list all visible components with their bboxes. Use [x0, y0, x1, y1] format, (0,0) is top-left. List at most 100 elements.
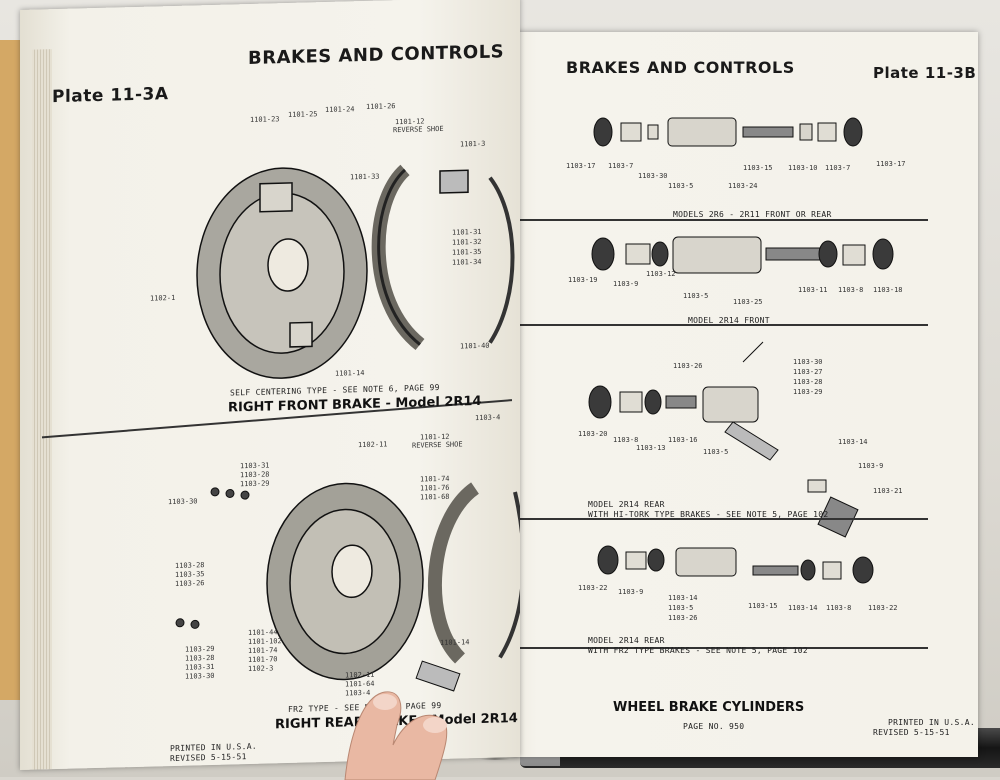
- label-1103-10: 1103-10: [788, 164, 818, 172]
- label-1103-30: 1103-30: [638, 172, 668, 180]
- right-page-illustrations: [518, 117, 928, 649]
- backing-plate-rear: [266, 482, 424, 681]
- label-1101-3: 1101-3: [460, 139, 486, 149]
- label-1101-35: 1101-35: [452, 247, 482, 257]
- left-page: Plate 11-3A BRAKES AND CONTROLS: [20, 0, 520, 770]
- label-1101-74b: 1101-74: [248, 646, 278, 656]
- label-1103-15: 1103-15: [743, 164, 773, 172]
- backing-plate-front: [196, 167, 368, 379]
- left-page-illustrations: [41, 164, 520, 692]
- label-1103-8: 1103-8: [838, 286, 864, 294]
- label-1103-16: 1103-16: [668, 436, 698, 444]
- label-1103-28c: 1103-28: [185, 653, 215, 663]
- label-1101-33: 1101-33: [350, 172, 380, 182]
- label-1103-5: 1103-5: [668, 182, 694, 190]
- label-1103-28: 1103-28: [240, 470, 270, 480]
- label-1101-32: 1101-32: [452, 237, 482, 247]
- small-parts: [175, 487, 461, 692]
- brake-shoe-rear: [428, 482, 520, 664]
- label-1103-24: 1103-24: [728, 182, 758, 190]
- label-1101-44: 1101-44: [248, 628, 278, 638]
- right-printed: PRINTED IN U.S.A.: [888, 718, 975, 727]
- label-1103-15b: 1103-15: [748, 602, 778, 610]
- label-1101-70: 1101-70: [248, 655, 278, 665]
- label-1101-23: 1101-23: [250, 115, 280, 124]
- cylinder-row-1: [593, 117, 863, 147]
- reverse-shoe-2: REVERSE SHOE: [412, 440, 463, 450]
- label-1101-102: 1101-102: [248, 637, 282, 647]
- label-1103-14: 1103-14: [838, 438, 868, 446]
- right-revised: REVISED 5-15-51: [873, 728, 950, 737]
- label-1103-25: 1103-25: [733, 298, 763, 306]
- label-1103-28: 1103-28: [793, 378, 823, 386]
- cylinder-row-4: [597, 545, 874, 584]
- label-1103-5d: 1103-5: [668, 604, 694, 612]
- label-1101-34: 1101-34: [452, 257, 482, 267]
- brake-shoe-front: [371, 164, 515, 351]
- label-1103-27: 1103-27: [793, 368, 823, 376]
- label-1103-12: 1103-12: [646, 270, 676, 278]
- label-1103-4: 1103-4: [475, 413, 501, 423]
- label-1103-5b: 1103-5: [683, 292, 709, 300]
- wheel-brake-cylinders-title: WHEEL BRAKE CYLINDERS: [613, 700, 805, 715]
- label-1103-13: 1103-13: [636, 444, 666, 452]
- label-1101-40: 1101-40: [460, 341, 490, 351]
- label-1103-9: 1103-9: [613, 280, 639, 288]
- label-1103-8b: 1103-8: [613, 436, 639, 444]
- label-1103-21: 1103-21: [873, 487, 903, 495]
- label-1103-17: 1103-17: [566, 162, 596, 170]
- label-1103-35: 1103-35: [175, 570, 205, 579]
- label-1103-28b: 1103-28: [175, 561, 205, 570]
- label-1103-31: 1103-31: [240, 461, 270, 471]
- label-1101-31: 1101-31: [452, 227, 482, 237]
- label-1103-31b: 1103-31: [185, 662, 215, 672]
- label-1103-9c: 1103-9: [618, 588, 644, 596]
- label-1103-7b: 1103-7: [825, 164, 851, 172]
- label-1102-11b: 1102-11: [345, 670, 375, 680]
- label-1101-25: 1101-25: [288, 110, 318, 119]
- label-1103-26b: 1103-26: [668, 614, 698, 622]
- label-1103-14b: 1103-14: [668, 594, 698, 602]
- label-1101-76: 1101-76: [420, 483, 450, 493]
- label-1103-8c: 1103-8: [826, 604, 852, 612]
- section1-caption: MODELS 2R6 - 2R11 FRONT OR REAR: [673, 210, 832, 219]
- label-1103-11: 1103-11: [798, 286, 828, 294]
- label-1103-30b: 1103-30: [793, 358, 823, 366]
- label-1103-19: 1103-19: [568, 276, 598, 284]
- label-1103-22: 1103-22: [578, 584, 608, 592]
- label-1103-29: 1103-29: [240, 479, 270, 489]
- label-1101-24: 1101-24: [325, 105, 355, 115]
- label-1103-18: 1103-18: [873, 286, 903, 294]
- section2-caption: MODEL 2R14 FRONT: [688, 316, 770, 325]
- label-1102-1: 1102-1: [150, 293, 176, 303]
- label-1101-14: 1101-14: [335, 368, 365, 378]
- label-1103-26: 1103-26: [673, 362, 703, 370]
- reverse-shoe-1: REVERSE SHOE: [393, 124, 444, 135]
- hand-thumb: [344, 691, 448, 780]
- label-1103-9b: 1103-9: [858, 462, 884, 470]
- section4-caption-2: WITH FR2 TYPE BRAKES - SEE NOTE 5, PAGE …: [588, 646, 809, 655]
- right-plate-number: Plate 11-3B: [873, 64, 977, 82]
- left-divider: [41, 399, 513, 439]
- label-1103-29b: 1103-29: [185, 644, 215, 654]
- label-1101-64: 1101-64: [345, 679, 375, 689]
- label-1103-26: 1103-26: [175, 579, 205, 588]
- label-1103-20: 1103-20: [578, 430, 608, 438]
- label-1103-30b: 1103-30: [185, 671, 215, 681]
- label-1101-14b: 1101-14: [440, 638, 470, 648]
- cylinder-row-3: [588, 341, 859, 538]
- right-page: BRAKES AND CONTROLS Plate 11-3B: [488, 32, 978, 757]
- section4-caption-1: MODEL 2R14 REAR: [588, 636, 665, 645]
- label-1102-11: 1102-11: [358, 440, 388, 450]
- page-number: PAGE NO. 950: [683, 722, 745, 731]
- label-1103-17b: 1103-17: [876, 160, 906, 168]
- label-1101-74: 1101-74: [420, 474, 450, 484]
- cylinder-row-2: [591, 236, 894, 274]
- section3-caption-1: MODEL 2R14 REAR: [588, 500, 665, 509]
- label-1103-7: 1103-7: [608, 162, 634, 170]
- label-1102-3: 1102-3: [248, 664, 274, 674]
- label-1103-30: 1103-30: [168, 497, 198, 507]
- label-1103-29: 1103-29: [793, 388, 823, 396]
- label-1103-22b: 1103-22: [868, 604, 898, 612]
- label-1101-68: 1101-68: [420, 492, 450, 502]
